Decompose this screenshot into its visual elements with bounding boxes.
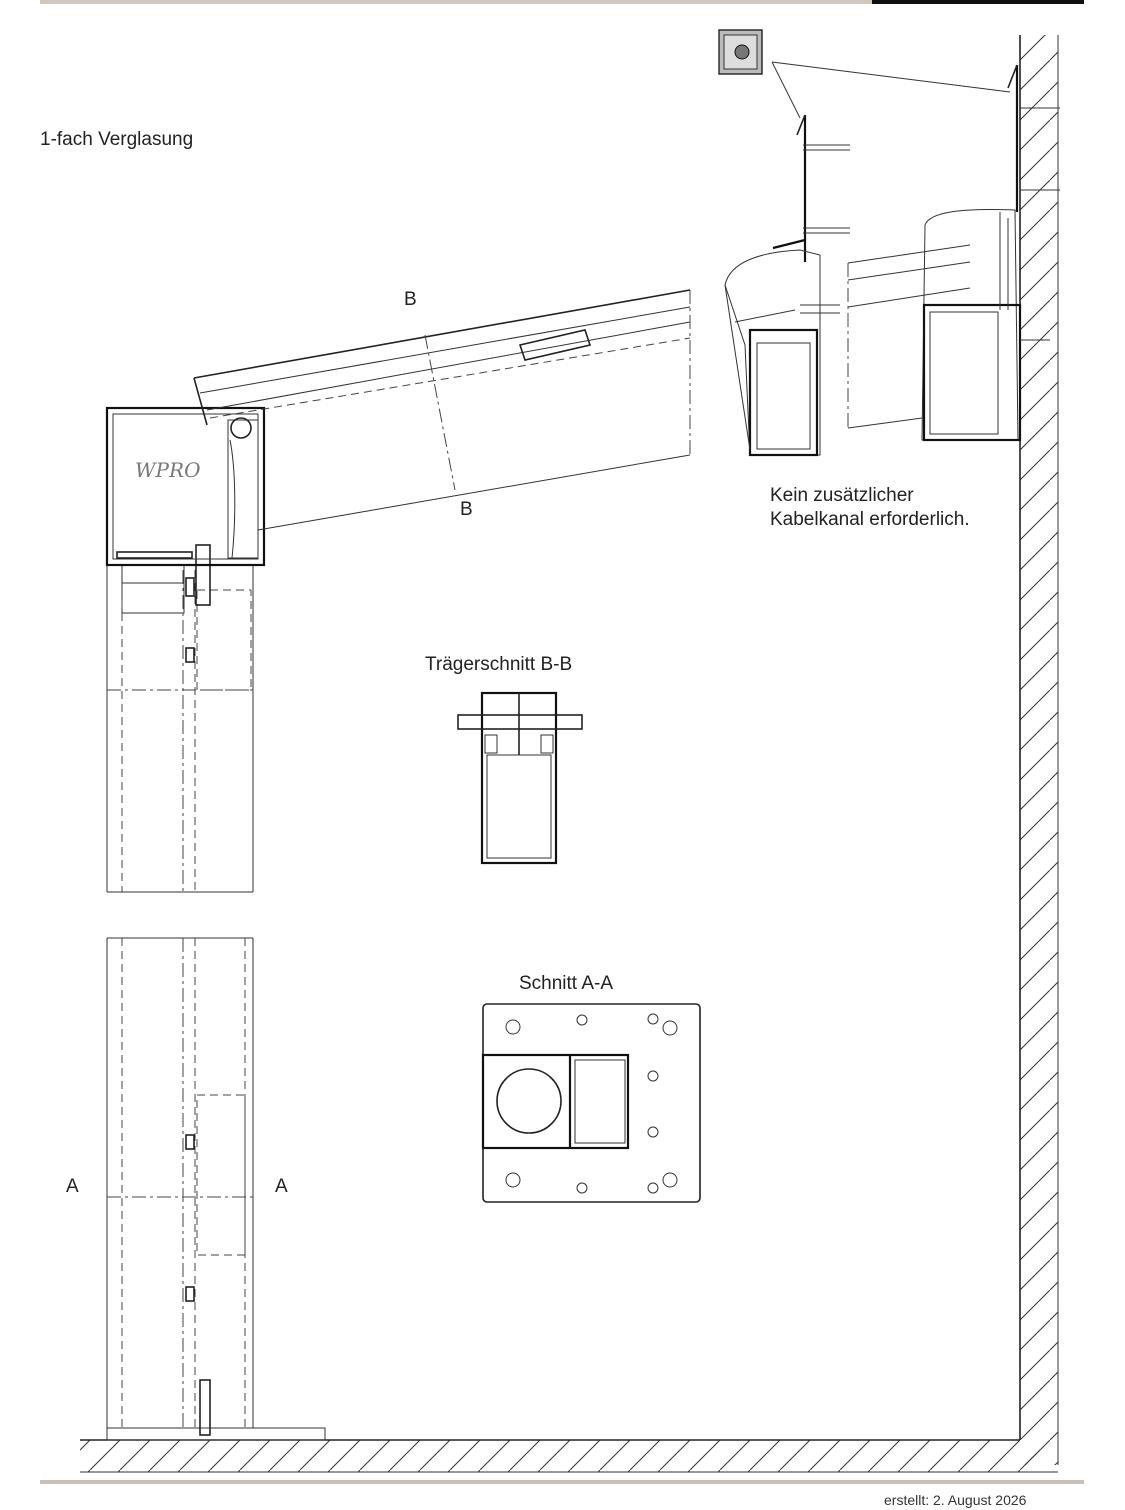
cable-note-line-1: Kein zusätzlicher <box>770 485 914 506</box>
detail-reference-icon <box>718 29 1011 119</box>
section-mark-a-left: A <box>66 1176 79 1197</box>
section-mark-a-right: A <box>275 1176 288 1197</box>
cable-note-line-2: Kabelkanal erforderlich. <box>770 509 970 530</box>
top-bar-dark <box>872 0 1084 4</box>
page-title: 1-fach Verglasung <box>40 129 194 150</box>
post-lower <box>106 937 254 1436</box>
section-post-title: Schnitt A-A <box>519 973 613 994</box>
top-bar-light <box>40 0 872 4</box>
section-mark-b-bottom: B <box>460 499 473 520</box>
bottom-bar <box>40 1480 1084 1484</box>
section-post-drawing <box>481 1003 701 1203</box>
wall-connection-left <box>724 114 850 457</box>
wall-connection-right <box>847 64 1060 442</box>
section-beam-title: Trägerschnitt B-B <box>425 654 573 675</box>
section-beam-drawing <box>457 691 583 865</box>
logo-mark: WPRO <box>135 458 201 482</box>
section-mark-b-top: B <box>404 289 417 310</box>
inclined-beam <box>193 289 691 531</box>
wall-hatched <box>1019 35 1059 1465</box>
post-upper <box>106 544 254 893</box>
beam-head-profile <box>105 406 266 567</box>
floor-hatched <box>80 1427 1058 1473</box>
created-date-footer: erstellt: 2. August 2026 <box>884 1492 1027 1508</box>
